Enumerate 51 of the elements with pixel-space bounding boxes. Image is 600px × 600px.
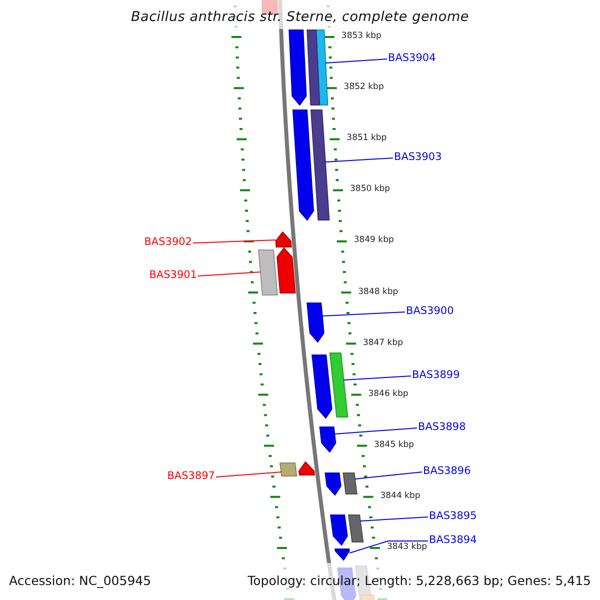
gene-feature <box>298 461 316 476</box>
gene-feature <box>348 514 364 542</box>
gene-feature <box>279 462 298 476</box>
position-label: 3847 kbp <box>362 338 403 348</box>
leader-line <box>334 428 418 434</box>
gene-label: BAS3898 <box>418 422 466 432</box>
gene-feature <box>334 548 350 561</box>
gene-feature <box>312 354 332 419</box>
position-label: 3848 kbp <box>358 288 398 296</box>
leader-line <box>325 58 388 64</box>
title: Bacillus anthracis str. Sterne, complete genome <box>130 11 470 24</box>
leader-line <box>360 516 428 522</box>
gene-feature <box>324 472 342 496</box>
footer-text: Topology: circular; Length: 5,228,663 bp; Genes: 5,415 <box>248 575 591 588</box>
gene-label: BAS3900 <box>406 306 454 316</box>
gene-feature <box>306 30 320 106</box>
leader-line <box>192 240 276 244</box>
gene-feature <box>292 110 314 221</box>
leader-line <box>343 376 412 380</box>
leader-line <box>216 472 282 478</box>
gene-feature <box>342 472 358 494</box>
gene-feature <box>258 250 278 296</box>
leader-line <box>349 540 428 554</box>
gene-feature <box>330 514 348 546</box>
gene-label: BAS3894 <box>429 535 477 546</box>
position-label: 3844 kbp <box>380 492 420 500</box>
gene-label: BAS3899 <box>412 370 460 380</box>
gene-label: BAS3897 <box>167 471 215 482</box>
gene-feature <box>288 30 307 106</box>
leader-line <box>198 272 261 276</box>
gene-label: BAS3904 <box>388 53 436 64</box>
position-label: 3845 kbp <box>374 440 414 450</box>
position-label: 3843 kbp <box>386 543 428 552</box>
gene-label: BAS3901 <box>149 270 197 280</box>
footer-text: Accession: NC_005945 <box>9 575 152 588</box>
leader-line <box>354 472 422 480</box>
gene-label: BAS3895 <box>429 511 477 522</box>
gene-label: BAS3896 <box>423 466 471 476</box>
position-label: 3849 kbp <box>354 236 394 245</box>
position-label: 3851 kbp <box>346 134 387 143</box>
leader-line <box>322 312 406 316</box>
position-label: 3850 kbp <box>350 185 390 194</box>
position-label: 3846 kbp <box>368 390 408 398</box>
position-label: 3852 kbp <box>344 83 384 92</box>
gene-label: BAS3903 <box>394 152 442 162</box>
gene-label: BAS3902 <box>144 237 192 248</box>
leader-line <box>324 158 394 162</box>
gene-feature <box>319 426 336 453</box>
gene-feature <box>329 352 348 418</box>
gene-feature <box>310 110 330 220</box>
position-label: 3853 kbp <box>341 32 382 40</box>
